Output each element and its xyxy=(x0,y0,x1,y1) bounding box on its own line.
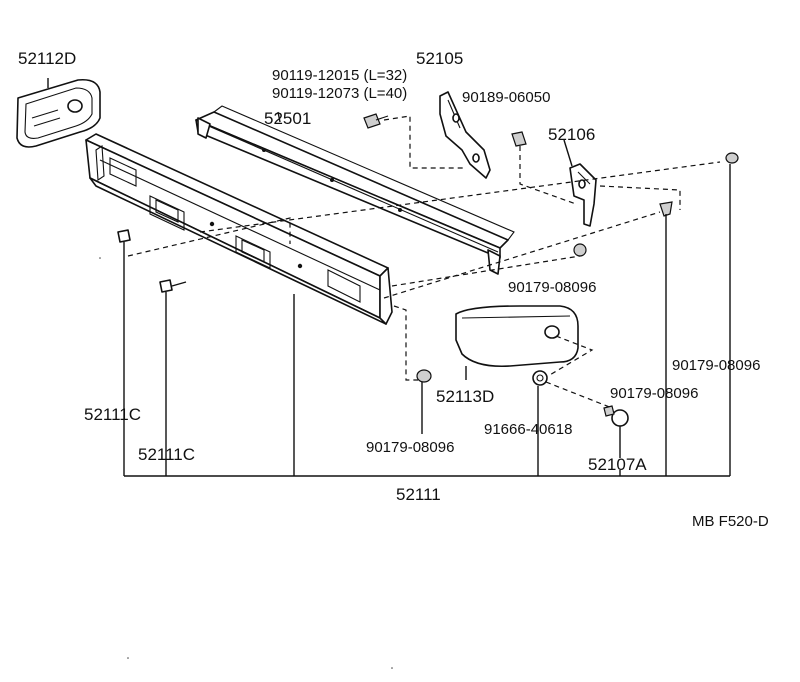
label-52106: 52106 xyxy=(548,125,595,144)
label-52111: 52111 xyxy=(396,485,441,504)
leader-lines xyxy=(47,78,731,477)
part-90189-nut xyxy=(511,131,527,147)
part-52113D-end-cap xyxy=(455,305,579,368)
label-90179-right-top: 90179-08096 xyxy=(672,357,760,374)
label-52111C-a: 52111C xyxy=(84,405,141,424)
part-52106-bracket xyxy=(569,163,597,227)
clip-90179-right xyxy=(659,201,673,217)
part-52111C-bolt-b xyxy=(159,279,187,293)
label-90179-middle: 90179-08096 xyxy=(508,279,596,296)
label-52111C-b: 52111C xyxy=(138,445,195,464)
label-52107A: 52107A xyxy=(588,455,647,474)
label-52501: 52501 xyxy=(264,109,311,128)
part-52501-reinforcement xyxy=(195,105,515,275)
diagram-code: MB F520-D xyxy=(692,513,769,530)
scan-specks xyxy=(99,257,393,669)
clip-90179-top-right xyxy=(725,152,739,164)
part-52111C-bolt-a xyxy=(117,229,131,256)
label-52112D: 52112D xyxy=(18,49,76,68)
label-90119-a: 90119-12015 (L=32) xyxy=(272,67,407,84)
assembly-dashed-lines xyxy=(127,115,721,409)
label-90119-b: 90119-12073 (L=40) xyxy=(272,85,407,102)
clip-90179-middle xyxy=(573,243,587,257)
label-90179-right-mid: 90179-08096 xyxy=(610,385,698,402)
label-52105: 52105 xyxy=(416,49,463,68)
label-90179-bottom: 90179-08096 xyxy=(366,439,454,456)
clip-90179-bottom xyxy=(416,369,432,383)
part-52112D-end-cap xyxy=(16,78,101,148)
part-52107A-plug xyxy=(603,405,629,427)
label-90189: 90189-06050 xyxy=(462,89,550,106)
labels: 52112D 52105 90119-12015 (L=32) 90119-12… xyxy=(18,49,769,530)
label-91666: 91666-40618 xyxy=(484,421,572,438)
part-91666-grommet xyxy=(532,370,548,386)
part-52111-bumper-bar xyxy=(85,133,393,325)
part-52105-bracket xyxy=(439,91,491,179)
label-52113D: 52113D xyxy=(436,387,494,406)
part-90119-bolt xyxy=(363,113,389,129)
